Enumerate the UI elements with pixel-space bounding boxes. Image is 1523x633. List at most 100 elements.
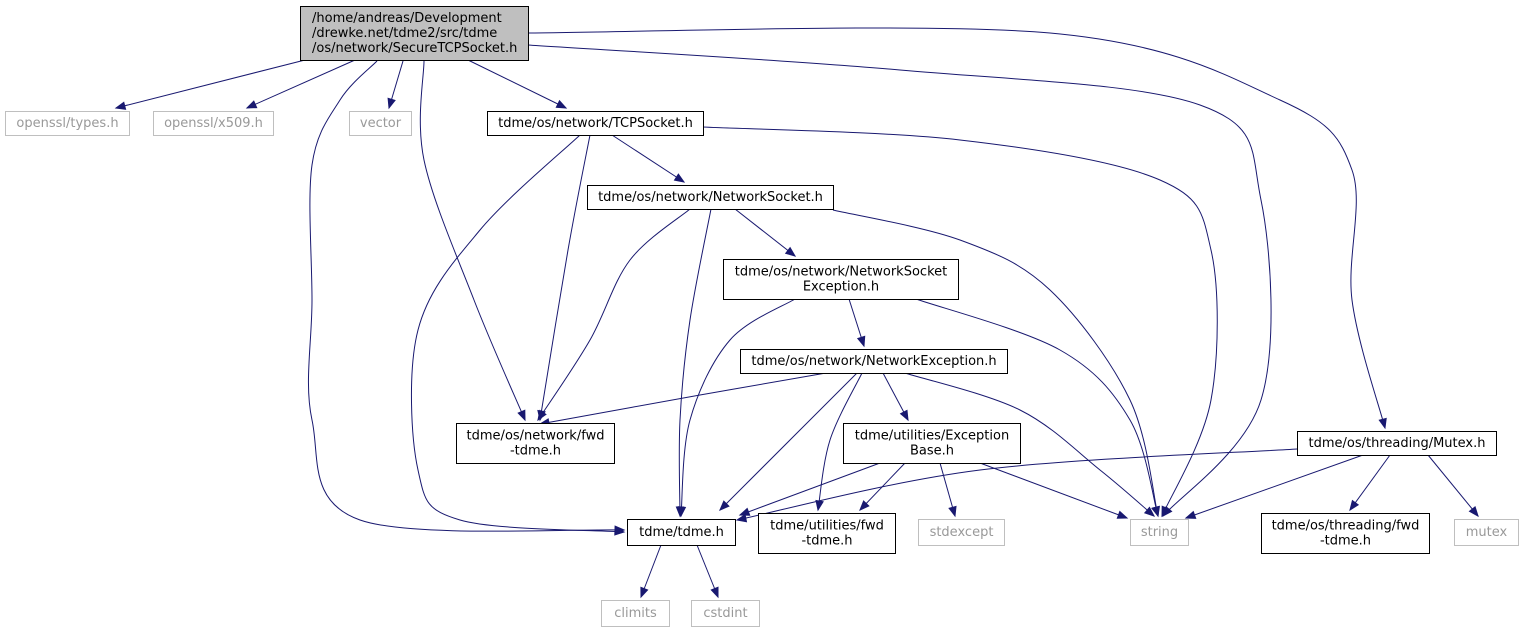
edge-netexception-to-tdme_h bbox=[719, 372, 858, 511]
edge-arrowhead bbox=[1143, 506, 1156, 517]
edge-arrowhead bbox=[387, 97, 396, 110]
node-tcpsocket[interactable]: tdme/os/network/TCPSocket.h bbox=[487, 111, 704, 136]
edge-arrowhead bbox=[1151, 505, 1160, 518]
edge-arrowhead bbox=[784, 246, 797, 257]
edge-line bbox=[680, 298, 796, 517]
edge-line bbox=[817, 372, 863, 511]
node-label: /drewke.net/tdme2/src/tdme bbox=[312, 26, 497, 41]
edge-networksocket-to-network_fwd bbox=[537, 208, 691, 422]
edge-arrowhead bbox=[517, 409, 526, 422]
edge-arrowhead bbox=[859, 500, 870, 511]
node-label: tdme/os/threading/fwd bbox=[1272, 519, 1420, 534]
edge-arrowhead bbox=[719, 500, 730, 511]
node-label: cstdint bbox=[703, 606, 747, 621]
node-climits: climits bbox=[601, 600, 670, 627]
edge-tcpsocket-to-tdme_h bbox=[410, 134, 626, 536]
node-box bbox=[1454, 519, 1519, 546]
edge-arrowhead bbox=[856, 335, 866, 348]
edge-nsexception-to-string bbox=[915, 298, 1160, 518]
edge-line bbox=[719, 372, 858, 511]
edge-tcpsocket-to-network_fwd bbox=[537, 134, 591, 422]
edge-arrowhead bbox=[555, 99, 568, 109]
edge-line bbox=[467, 59, 567, 109]
node-layer: /home/andreas/Development/drewke.net/tdm… bbox=[5, 6, 1519, 627]
node-box bbox=[843, 423, 1021, 464]
node-box bbox=[918, 519, 1005, 546]
edge-root-to-openssl_x509 bbox=[245, 59, 356, 109]
edge-line bbox=[1185, 454, 1364, 519]
edge-mutex_h-to-mutex bbox=[1427, 454, 1479, 518]
node-networksocket[interactable]: tdme/os/network/NetworkSocket.h bbox=[587, 185, 834, 210]
node-mutex-h[interactable]: tdme/os/threading/Mutex.h bbox=[1297, 431, 1497, 456]
edge-arrowhead bbox=[815, 499, 824, 512]
node-label: -tdme.h bbox=[510, 444, 561, 459]
edge-arrowhead bbox=[614, 527, 626, 536]
node-label: tdme/os/network/TCPSocket.h bbox=[498, 116, 693, 131]
edge-line bbox=[736, 448, 1298, 521]
edge-nsexception-to-netexception bbox=[848, 298, 866, 348]
node-label: -tdme.h bbox=[801, 534, 852, 549]
edge-arrowhead bbox=[1349, 499, 1360, 512]
node-box bbox=[740, 349, 1008, 374]
edge-layer bbox=[114, 27, 1479, 599]
node-tdme-h[interactable]: tdme/tdme.h bbox=[627, 519, 736, 546]
node-label: tdme/os/threading/Mutex.h bbox=[1309, 436, 1486, 451]
node-label: Exception.h bbox=[803, 280, 879, 295]
node-box bbox=[5, 111, 130, 136]
node-openssl-x509: openssl/x509.h bbox=[153, 111, 274, 136]
edge-line bbox=[832, 209, 1159, 517]
node-box bbox=[758, 513, 896, 554]
edge-line bbox=[904, 372, 1155, 517]
node-utilities-fwd[interactable]: tdme/utilities/fwd-tdme.h bbox=[758, 513, 896, 554]
node-network-fwd[interactable]: tdme/os/network/fwd-tdme.h bbox=[456, 423, 615, 464]
edge-line bbox=[527, 27, 1386, 429]
edge-arrowhead bbox=[1161, 505, 1170, 518]
node-label: Base.h bbox=[910, 444, 954, 459]
edge-line bbox=[115, 59, 306, 109]
node-openssl-types: openssl/types.h bbox=[5, 111, 130, 136]
edge-line bbox=[410, 134, 625, 533]
node-box bbox=[1297, 431, 1497, 456]
edge-root-to-vector bbox=[387, 60, 404, 110]
node-label: mutex bbox=[1466, 525, 1508, 540]
edge-line bbox=[527, 44, 1272, 517]
edge-networksocket-to-nsexception bbox=[734, 208, 797, 257]
node-box bbox=[587, 185, 834, 210]
node-root[interactable]: /home/andreas/Development/drewke.net/tdm… bbox=[300, 6, 529, 61]
edge-arrowhead bbox=[1116, 510, 1129, 519]
edge-line bbox=[979, 462, 1128, 519]
edge-arrowhead bbox=[738, 507, 751, 516]
node-label: openssl/types.h bbox=[16, 116, 118, 131]
node-mutex: mutex bbox=[1454, 519, 1519, 546]
edge-root-to-mutex_h bbox=[527, 27, 1387, 430]
node-label: climits bbox=[614, 606, 657, 621]
edge-exceptionbase-to-tdme_h bbox=[738, 462, 881, 516]
edge-arrowhead bbox=[1378, 417, 1387, 430]
node-label: openssl/x509.h bbox=[164, 116, 263, 131]
node-label: tdme/os/network/NetworkSocket.h bbox=[598, 190, 823, 205]
edge-arrowhead bbox=[245, 100, 258, 109]
edge-netexception-to-string bbox=[904, 372, 1156, 517]
edge-line bbox=[539, 372, 827, 425]
node-box bbox=[487, 111, 704, 136]
node-label: /os/network/SecureTCPSocket.h bbox=[312, 41, 517, 56]
edge-arrowhead bbox=[948, 505, 957, 518]
node-netexception[interactable]: tdme/os/network/NetworkException.h bbox=[740, 349, 1008, 374]
node-label: vector bbox=[360, 116, 402, 131]
edge-line bbox=[734, 208, 796, 257]
node-box bbox=[601, 600, 670, 627]
edge-mutex_h-to-string bbox=[1184, 454, 1364, 519]
node-box bbox=[1261, 513, 1430, 554]
edge-arrowhead bbox=[899, 409, 909, 422]
node-threading-fwd[interactable]: tdme/os/threading/fwd-tdme.h bbox=[1261, 513, 1430, 554]
node-label: stdexcept bbox=[930, 525, 994, 540]
edge-line bbox=[419, 60, 526, 421]
node-label: tdme/os/network/NetworkException.h bbox=[751, 354, 996, 369]
edge-line bbox=[1427, 454, 1479, 517]
edge-arrowhead bbox=[710, 586, 719, 599]
edge-line bbox=[539, 134, 591, 421]
edge-line bbox=[537, 208, 691, 421]
